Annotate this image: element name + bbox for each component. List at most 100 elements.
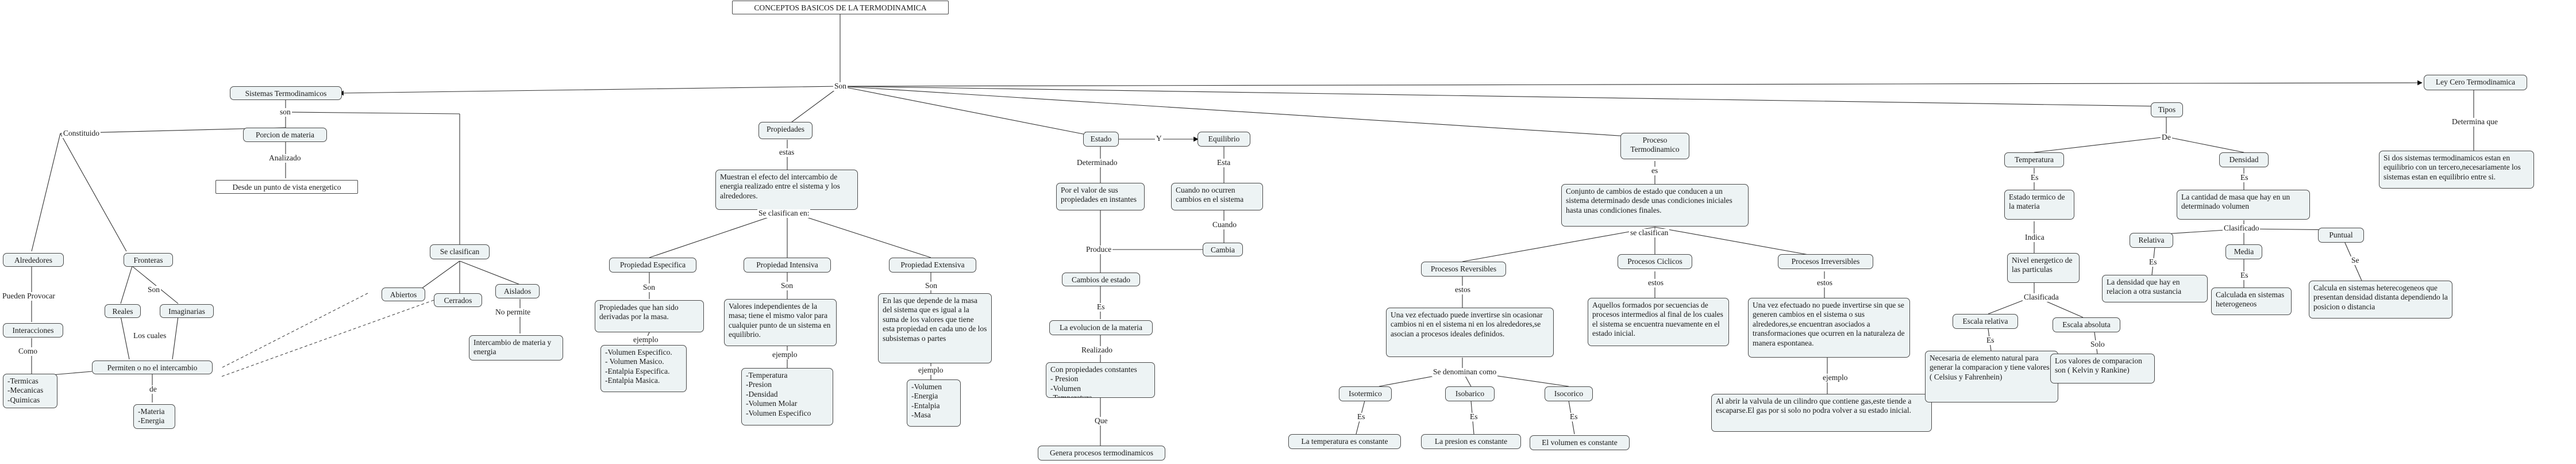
node-propiedad-especifica: Propiedad Especifica bbox=[609, 258, 696, 273]
concept-title: CONCEPTOS BASICOS DE LA TERMODINAMICA bbox=[732, 1, 949, 14]
node-volumen-list: -Volumen -Energia -Entalpia -Masa bbox=[907, 379, 961, 427]
node-por-el-valor: Por el valor de sus propiedades en insta… bbox=[1056, 183, 1145, 210]
node-cerrados: Cerrados bbox=[434, 293, 482, 307]
node-calcula-heterecogeneos: Calcula en sistemas heterecogeneos que p… bbox=[2309, 281, 2452, 319]
node-nivel-energetico: Nivel energetico de las particulas bbox=[2007, 253, 2080, 283]
node-intercambio-materia-energia: Intercambio de materia y energia bbox=[469, 335, 563, 361]
node-densidad: Densidad bbox=[2219, 152, 2269, 167]
label-indica: Indica bbox=[2024, 233, 2046, 242]
node-cuando-no-ocurren: Cuando no ocurren cambios en el sistema bbox=[1171, 183, 1263, 210]
label-como: Como bbox=[17, 347, 39, 356]
label-son: son bbox=[279, 108, 292, 117]
label-determinado: Determinado bbox=[1076, 158, 1119, 167]
label-se: Se bbox=[2350, 256, 2361, 265]
node-evolucion-materia: La evolucion de la materia bbox=[1049, 320, 1153, 335]
node-tipos: Tipos bbox=[2151, 102, 2183, 117]
node-calculada-heterogeneos: Calculada en sistemas heterogeneos bbox=[2211, 287, 2292, 315]
node-estado-termico: Estado termico de la materia bbox=[2004, 190, 2074, 220]
node-temperatura: Temperatura bbox=[2004, 152, 2064, 167]
node-en-las-que-depende: En las que depende de la masa del sistem… bbox=[878, 293, 992, 363]
node-proceso-termodinamico: Proceso Termodinamico bbox=[1620, 133, 1689, 159]
label-son-extensiva: Son bbox=[924, 281, 939, 290]
label-se-clasifican-en: Se clasifican en: bbox=[757, 209, 811, 218]
label-que: Que bbox=[1093, 416, 1109, 425]
label-es-densidad: Es bbox=[2239, 173, 2250, 182]
label-son-fronteras: Son bbox=[147, 285, 161, 294]
node-con-propiedades-constantes: Con propiedades constantes - Presion -Vo… bbox=[1046, 362, 1155, 398]
label-cuando: Cuando bbox=[1211, 220, 1238, 229]
node-permiten-intercambio: Permiten o no el intercambio bbox=[92, 361, 213, 374]
node-volumen-constante: El volumen es constante bbox=[1530, 435, 1630, 450]
node-cambios-de-estado: Cambios de estado bbox=[1062, 273, 1140, 286]
node-porcion-de-materia: Porcion de materia bbox=[243, 128, 327, 142]
node-temperatura-constante: La temperatura es constante bbox=[1288, 434, 1401, 449]
node-necesaria-elemento: Necesaria de elemento natural para gener… bbox=[1925, 351, 2058, 402]
label-se-clasifican-proceso: se clasifican bbox=[1629, 228, 1670, 237]
node-isobarico: Isobarico bbox=[1445, 386, 1495, 401]
node-ley-cero: Ley Cero Termodinamica bbox=[2424, 75, 2527, 90]
label-son-intensiva: Son bbox=[780, 281, 795, 290]
node-isotermico: Isotermico bbox=[1339, 386, 1392, 401]
label-es-isobarico: Es bbox=[1469, 412, 1479, 421]
node-cantidad-masa: La cantidad de masa que hay en un determ… bbox=[2177, 190, 2310, 220]
node-materia-energia: -Materia -Energia bbox=[133, 404, 175, 429]
label-determina-que: Determina que bbox=[2451, 117, 2499, 126]
node-termicas-mecanicas-quimicas: -Termicas -Mecanicas -Quimicas bbox=[3, 374, 57, 408]
label-produce: Produce bbox=[1085, 245, 1113, 254]
node-presion-constante: La presion es constante bbox=[1421, 434, 1521, 449]
node-aislados: Aislados bbox=[495, 284, 540, 298]
label-de: de bbox=[148, 385, 158, 394]
node-propiedades: Propiedades bbox=[758, 122, 813, 139]
label-son-especifica: Son bbox=[642, 283, 657, 292]
node-imaginarias: Imaginarias bbox=[160, 304, 214, 318]
label-es-isotermico: Es bbox=[1356, 412, 1366, 421]
label-ejemplo-irreversibles: ejemplo bbox=[1822, 373, 1849, 382]
node-fronteras: Fronteras bbox=[124, 253, 173, 267]
node-densidad-relacion: La densidad que hay en relacion a otra s… bbox=[2102, 275, 2208, 302]
node-muestran-efecto: Muestran el efecto del intercambio de en… bbox=[715, 170, 858, 210]
node-relativa: Relativa bbox=[2130, 233, 2173, 248]
node-temperatura-list: -Temperatura -Presion -Densidad -Volumen… bbox=[741, 368, 833, 425]
node-genera-procesos: Genera procesos termodinamicos bbox=[1038, 446, 1165, 461]
node-cambia: Cambia bbox=[1203, 243, 1243, 256]
label-realizado: Realizado bbox=[1080, 346, 1114, 355]
label-clasificado: Clasificado bbox=[2223, 224, 2261, 233]
label-esta: Esta bbox=[1216, 158, 1232, 167]
node-procesos-irreversibles: Procesos Irreversibles bbox=[1778, 254, 1873, 269]
node-escala-absoluta: Escala absoluta bbox=[2053, 317, 2120, 332]
label-estas: estas bbox=[778, 148, 796, 157]
label-clasificada: Clasificada bbox=[2023, 293, 2060, 302]
node-valores-independientes: Valores independientes de la masa; tiene… bbox=[724, 299, 837, 346]
node-punto-de-vista-energetico: Desde un punto de vista energetico bbox=[215, 180, 358, 194]
label-es-media: Es bbox=[2239, 271, 2250, 280]
label-estos-ciclicos: estos bbox=[1647, 278, 1665, 287]
label-y: Y bbox=[1155, 134, 1163, 143]
node-sistemas-termodinamicos: Sistemas Termodinamicos bbox=[230, 86, 342, 100]
label-es-relativa: Es bbox=[2148, 258, 2158, 267]
label-es-isocorico: Es bbox=[1569, 412, 1579, 421]
node-propiedad-intensiva: Propiedad Intensiva bbox=[744, 258, 831, 273]
node-propiedad-extensiva: Propiedad Extensiva bbox=[889, 258, 976, 273]
label-solo: Solo bbox=[2089, 340, 2106, 349]
label-pueden-provocar: Pueden Provocar bbox=[1, 292, 56, 301]
node-procesos-ciclicos: Procesos Ciclicos bbox=[1618, 254, 1692, 269]
label-estos-reversibles: estos bbox=[1454, 285, 1472, 294]
node-valores-comparacion: Los valores de comparacion son ( Kelvin … bbox=[2050, 354, 2155, 384]
label-es-proceso: es bbox=[1650, 166, 1659, 175]
node-conjunto-cambios: Conjunto de cambios de estado que conduc… bbox=[1561, 184, 1749, 227]
label-son-main: Son bbox=[833, 82, 848, 91]
node-escala-relativa: Escala relativa bbox=[1953, 314, 2018, 329]
node-abiertos: Abiertos bbox=[382, 287, 425, 301]
node-reversibles-descripcion: Una vez efectuado puede invertirse sin o… bbox=[1386, 308, 1554, 357]
label-se-denominan-como: Se denominan como bbox=[1432, 367, 1498, 377]
node-volumen-especifico-list: -Volumen Especifico. - Volumen Masico. -… bbox=[600, 345, 687, 392]
node-isocorico: Isocorico bbox=[1545, 386, 1593, 401]
label-constituido: Constituido bbox=[62, 129, 101, 138]
label-no-permite: No permite bbox=[494, 308, 532, 317]
node-reales: Reales bbox=[105, 304, 141, 318]
node-equilibrio: Equilibrio bbox=[1197, 132, 1250, 147]
label-ejemplo-intensiva: ejemplo bbox=[771, 350, 799, 359]
label-analizado: Analizado bbox=[268, 154, 302, 163]
